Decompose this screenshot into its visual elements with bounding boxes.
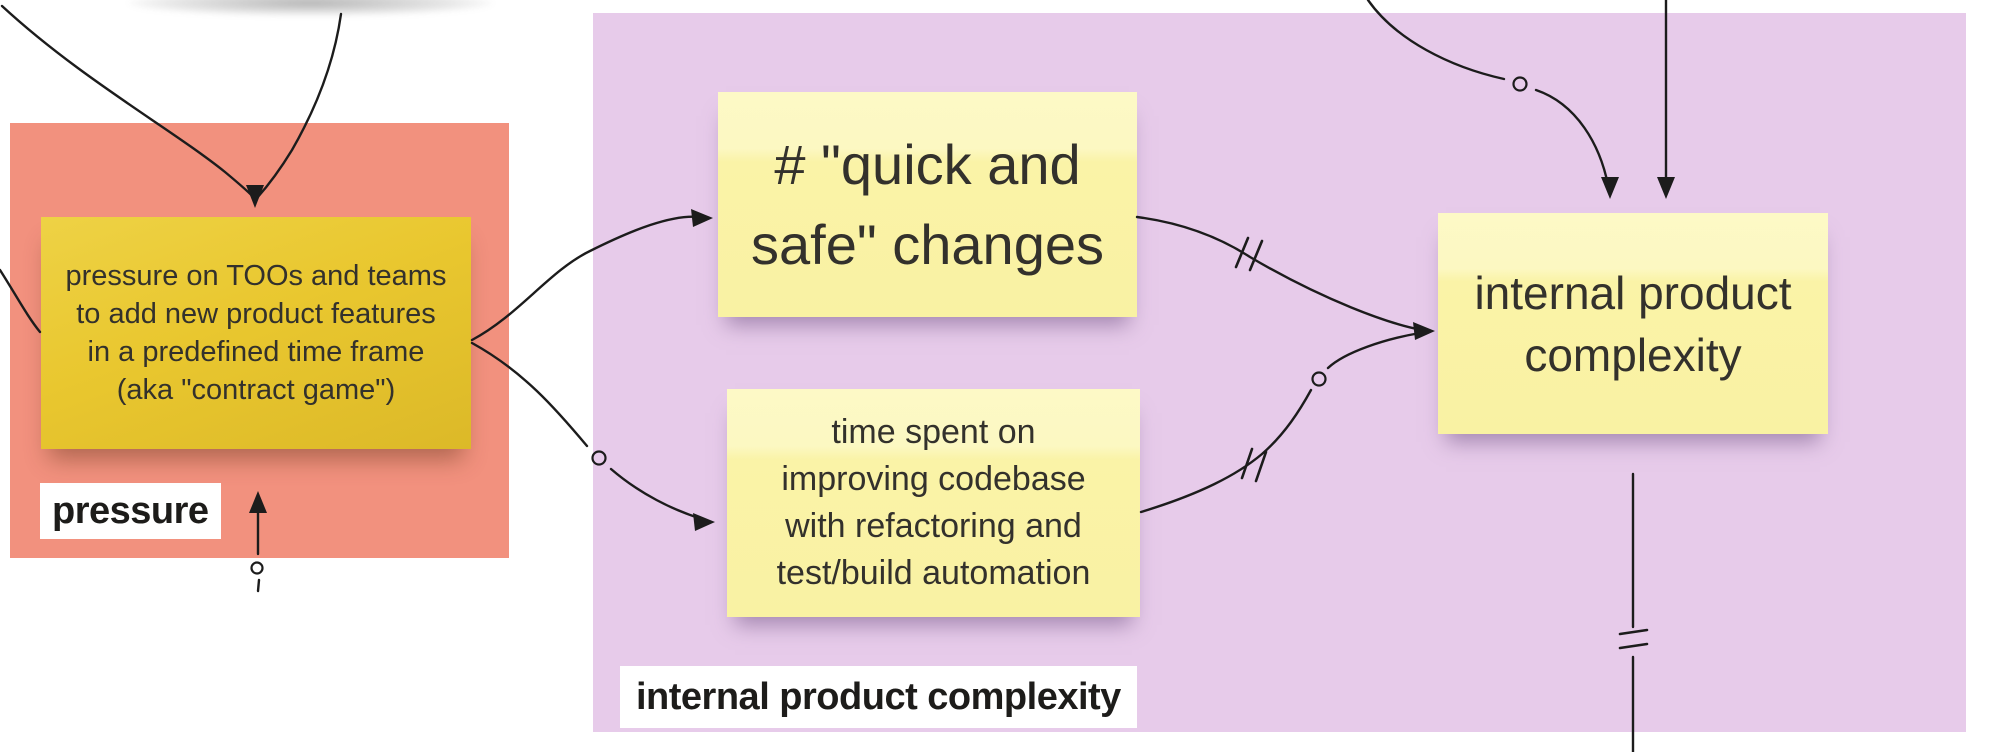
- equals-marker-icon: [1618, 628, 1649, 650]
- edge-complexity-down[interactable]: [1618, 472, 1649, 752]
- arrowhead-down-icon: [1601, 177, 1619, 199]
- edge-pressure-to-quick-safe[interactable]: [470, 209, 713, 342]
- sticky-note-internal-product-complexity[interactable]: internal product complexity: [1438, 213, 1828, 434]
- edge-topright-line-into-complexity[interactable]: [1657, 0, 1675, 199]
- region-ipc-label[interactable]: internal product complexity: [620, 666, 1137, 728]
- sticky-note-quick-safe-changes[interactable]: # "quick and safe" changes: [718, 92, 1137, 317]
- edge-quick-safe-to-complexity[interactable]: [1135, 215, 1435, 340]
- edge-left-into-pressure-note[interactable]: [0, 268, 42, 334]
- opposite-marker-icon: [1512, 76, 1528, 92]
- edge-pressure-to-time-spent[interactable]: [470, 341, 715, 531]
- delay-marker-icon: [1240, 447, 1268, 483]
- arrowhead-right-icon: [1413, 322, 1435, 340]
- opposite-marker-icon: [591, 450, 607, 466]
- arrowhead-down-icon: [1657, 177, 1675, 199]
- edge-into-pressure-note-left[interactable]: [0, 4, 256, 200]
- opposite-marker-icon: [1311, 371, 1327, 387]
- region-pressure-label[interactable]: pressure: [40, 483, 221, 539]
- arrowhead-right-icon: [693, 513, 715, 531]
- edge-topright-curve-into-complexity[interactable]: [1366, 0, 1619, 199]
- delay-marker-icon: [1234, 236, 1264, 272]
- arrowhead-right-icon: [691, 209, 713, 227]
- sticky-note-pressure-drivers[interactable]: pressure on TOOs and teams to add new pr…: [41, 217, 471, 449]
- arrowhead-down-icon: [246, 185, 264, 208]
- arrowhead-up-icon: [249, 491, 267, 513]
- edge-time-spent-to-complexity[interactable]: [1139, 331, 1422, 514]
- cutoff-object-shadow: [128, 0, 493, 16]
- sticky-note-time-improving-codebase[interactable]: time spent on improving codebase with re…: [727, 389, 1140, 617]
- opposite-marker-icon: [250, 561, 264, 575]
- edge-into-pressure-note-right[interactable]: [246, 12, 343, 208]
- edge-up-into-pressure-region[interactable]: [249, 491, 267, 593]
